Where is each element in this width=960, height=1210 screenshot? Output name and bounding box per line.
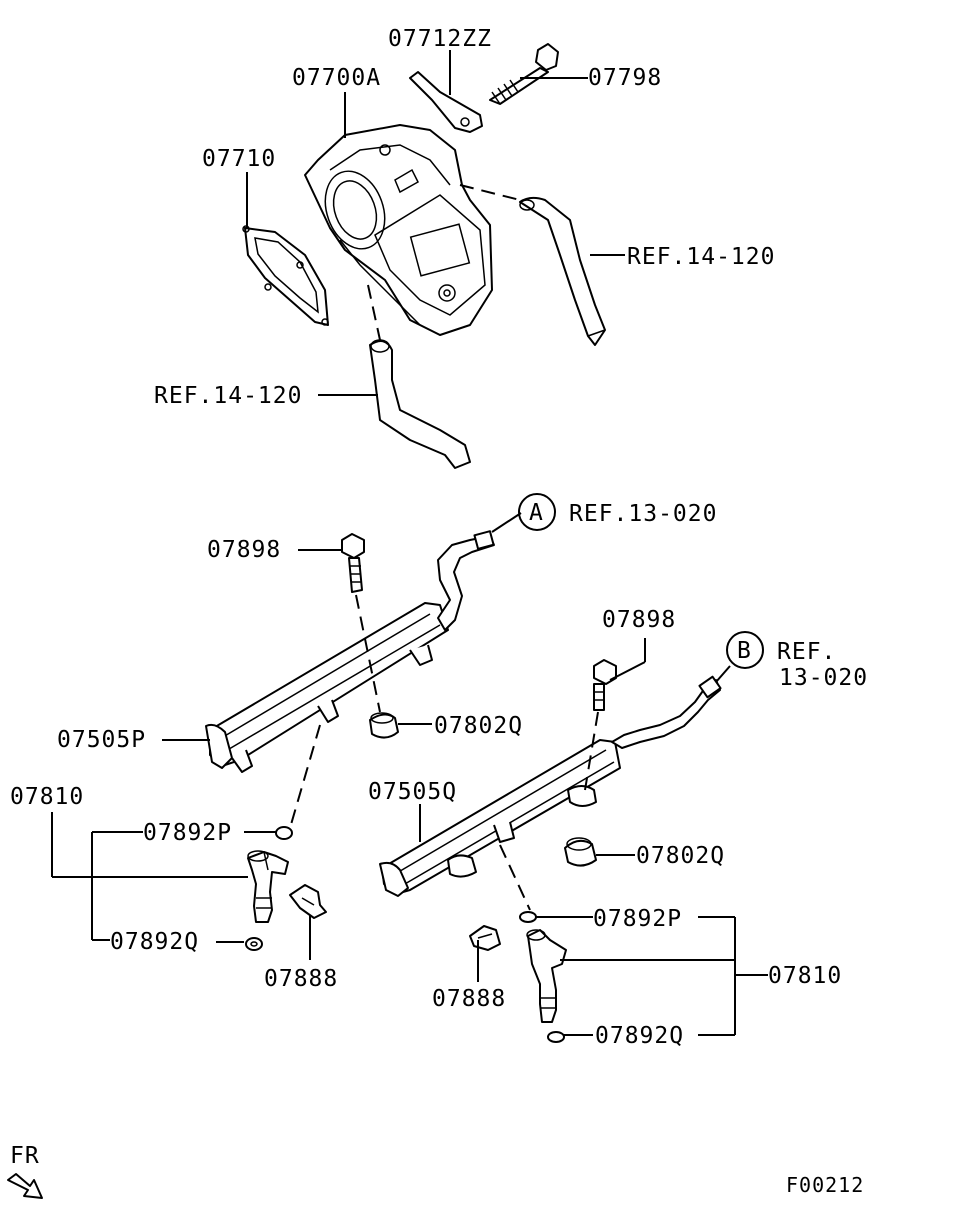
- label-07892p-left[interactable]: 07892P: [143, 820, 232, 846]
- ref-circle-b-letter: B: [737, 638, 752, 664]
- clip-07888-left[interactable]: [289, 884, 327, 919]
- fr-label: FR: [10, 1143, 40, 1169]
- oring-07892q-right[interactable]: [547, 1031, 565, 1043]
- ref-circle-a-letter: A: [529, 500, 544, 526]
- label-ref-hose-right[interactable]: REF.14-120: [627, 244, 775, 270]
- leader-lines: [51, 50, 768, 1036]
- label-07505p[interactable]: 07505P: [57, 727, 146, 753]
- label-ref-hose-left[interactable]: REF.14-120: [154, 383, 302, 409]
- label-ref-b-line2[interactable]: 13-020: [779, 665, 868, 691]
- ref-circle-b[interactable]: [726, 631, 764, 669]
- label-07712zz[interactable]: 07712ZZ: [388, 26, 492, 52]
- gasket-07710[interactable]: [242, 225, 329, 326]
- throttle-body[interactable]: [304, 124, 493, 336]
- label-ref-b-line1[interactable]: REF.: [777, 639, 836, 665]
- label-07892q-right[interactable]: 07892Q: [595, 1023, 684, 1049]
- bracket-07712zz[interactable]: [409, 71, 483, 133]
- label-07798[interactable]: 07798: [588, 65, 662, 91]
- label-07710[interactable]: 07710: [202, 146, 276, 172]
- label-07892p-right[interactable]: 07892P: [593, 906, 682, 932]
- insulator-07802q-right[interactable]: [564, 837, 597, 867]
- label-07802q-right[interactable]: 07802Q: [636, 843, 725, 869]
- label-07898-right[interactable]: 07898: [602, 607, 676, 633]
- bolt-07798[interactable]: [489, 43, 559, 105]
- front-direction-arrow-icon: [7, 1173, 43, 1199]
- label-ref-a[interactable]: REF.13-020: [569, 501, 717, 527]
- fuel-rail-07505p[interactable]: [205, 530, 495, 773]
- label-07505q[interactable]: 07505Q: [368, 779, 457, 805]
- label-07888-right[interactable]: 07888: [432, 986, 506, 1012]
- oring-07892p-left[interactable]: [275, 826, 293, 840]
- bolt-07898-left[interactable]: [341, 533, 365, 593]
- clip-07888-right[interactable]: [469, 925, 501, 951]
- oring-07892q-left[interactable]: [245, 937, 263, 951]
- label-07810-right[interactable]: 07810: [768, 963, 842, 989]
- oring-07892p-right[interactable]: [519, 911, 537, 923]
- hose-right[interactable]: [519, 196, 606, 346]
- ref-circle-a[interactable]: [518, 493, 556, 531]
- hose-left[interactable]: [369, 339, 471, 469]
- label-07700a[interactable]: 07700A: [292, 65, 381, 91]
- injector-07810-right[interactable]: [526, 929, 567, 1023]
- label-07898-left[interactable]: 07898: [207, 537, 281, 563]
- bolt-07898-right[interactable]: [593, 659, 617, 711]
- label-07892q-left[interactable]: 07892Q: [110, 929, 199, 955]
- figure-code: F00212: [786, 1173, 864, 1197]
- label-07888-left[interactable]: 07888: [264, 966, 338, 992]
- label-07802q-left[interactable]: 07802Q: [434, 713, 523, 739]
- fuel-rail-07505q[interactable]: [379, 675, 722, 897]
- insulator-07802q-left[interactable]: [369, 712, 399, 739]
- label-07810-left[interactable]: 07810: [10, 784, 84, 810]
- injector-07810-left[interactable]: [247, 850, 289, 923]
